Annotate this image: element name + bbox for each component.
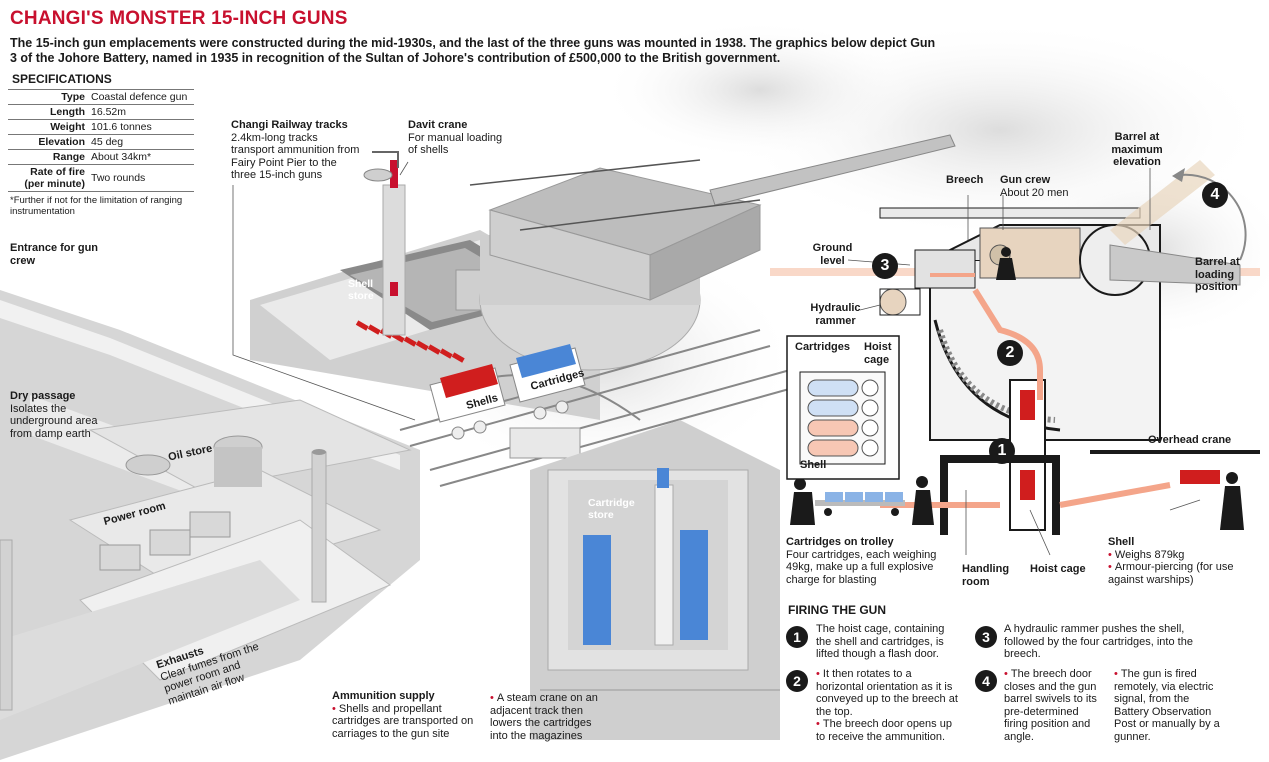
spec-value: About 34km*: [88, 149, 194, 165]
page-title: CHANGI'S MONSTER 15-INCH GUNS: [10, 8, 348, 29]
dry-passage-label: Dry passage Isolates the underground are…: [10, 390, 120, 440]
stored-shells: [355, 320, 465, 363]
inset-cartridges-label: Cartridges: [795, 341, 851, 353]
railway-text: 2.4km-long tracks transport ammunition f…: [231, 131, 360, 182]
spec-footnote: *Further if not for the limitation of ra…: [10, 195, 183, 217]
gun-crew-text: About 20 men: [1000, 186, 1069, 199]
firing-heading: FIRING THE GUN: [788, 603, 886, 617]
ammo-supply-label: Ammunition supply Shells and propellant …: [332, 690, 482, 740]
entrance-label: Entrance for gun crew: [10, 242, 99, 267]
ammo-text: Shells and propellant cartridges are tra…: [332, 703, 473, 740]
firing-step-2-text: It then rotates to a horizontal orientat…: [816, 668, 961, 743]
shell-label: Shell Weighs 879kg Armour-piercing (for …: [1108, 536, 1258, 586]
step-4-marker: 4: [1202, 182, 1228, 208]
dry-passage-title: Dry passage: [10, 390, 76, 402]
spec-label: Weight: [8, 119, 88, 135]
spec-value: 101.6 tonnes: [88, 119, 194, 135]
gun-crew-label: Gun crew About 20 men: [1000, 174, 1090, 199]
spec-row: Rate of fire (per minute)Two rounds: [8, 164, 194, 192]
spec-label: Length: [8, 104, 88, 120]
firing-step-2-text-a: It then rotates to a horizontal orientat…: [816, 668, 961, 718]
spec-value: Two rounds: [88, 164, 194, 192]
spec-label: Range: [8, 149, 88, 165]
breech-label: Breech: [946, 174, 984, 186]
firing-step-4-text-a: The breech door closes and the gun barre…: [1004, 668, 1104, 743]
handling-room-label: Handling room: [962, 563, 1010, 588]
railway-title: Changi Railway tracks: [231, 119, 348, 131]
firing-step-1-text: The hoist cage, containing the shell and…: [816, 623, 945, 660]
spec-label: Type: [8, 89, 88, 105]
hydraulic-rammer: [879, 288, 921, 316]
firing-step-2-badge: 2: [786, 670, 808, 692]
spec-label: Rate of fire (per minute): [8, 164, 88, 192]
barrel-loading-label: Barrel at loading position: [1195, 256, 1240, 293]
davit-title: Davit crane: [408, 119, 468, 131]
barrel-max-label: Barrel at maximum elevation: [1111, 131, 1163, 168]
ammo-carriages: [429, 344, 586, 459]
spec-value: Coastal defence gun: [88, 89, 194, 105]
trolley-label: Cartridges on trolley Four cartridges, e…: [786, 536, 946, 586]
hoist-cage-inset: [786, 335, 900, 480]
spec-label: Elevation: [8, 134, 88, 150]
firing-step-3-text: A hydraulic rammer pushes the shell, fol…: [1004, 623, 1193, 660]
inset-hoist-cage-label: Hoist cage: [864, 341, 892, 366]
step-3-marker: 3: [872, 253, 898, 279]
overhead-crane-label: Overhead crane: [1148, 434, 1232, 446]
gun-turret: [469, 134, 956, 371]
cartridge-trolley: [790, 247, 1244, 530]
shell-weight: Weighs 879kg: [1108, 549, 1258, 562]
firing-step-3-badge: 3: [975, 626, 997, 648]
step-2-marker: 2: [997, 340, 1023, 366]
shell-store-label: Shell store: [348, 278, 374, 302]
cartridge-store-label: Cartridge store: [588, 497, 635, 521]
trolley-title: Cartridges on trolley: [786, 536, 894, 548]
shell-title: Shell: [1108, 536, 1135, 548]
spec-heading: SPECIFICATIONS: [12, 72, 112, 86]
inset-shell-label: Shell: [800, 459, 827, 471]
davit-label: Davit crane For manual loading of shells: [408, 119, 508, 157]
davit-text: For manual loading of shells: [408, 131, 503, 157]
ammo-title: Ammunition supply: [332, 690, 435, 702]
trolley-text: Four cartridges, each weighing 49kg, mak…: [786, 548, 937, 586]
firing-step-4-text-b: The gun is fired remotely, via electric …: [1114, 668, 1226, 743]
shell-type: Armour-piercing (for use against warship…: [1108, 561, 1258, 586]
hoist-cage-label: Hoist cage: [1030, 563, 1086, 575]
firing-step-1-badge: 1: [786, 626, 808, 648]
firing-step-4-badge: 4: [975, 670, 997, 692]
intro-text: The 15-inch gun emplacements were constr…: [10, 36, 936, 65]
spec-value: 16.52m: [88, 104, 194, 120]
spec-value: 45 deg: [88, 134, 194, 150]
steam-crane-text: A steam crane on an adjacent track then …: [490, 692, 610, 742]
ground-level-label: Ground level: [812, 242, 853, 267]
firing-step-2-text-b: The breech door opens up to receive the …: [816, 718, 961, 743]
dry-passage-text: Isolates the underground area from damp …: [10, 402, 98, 440]
cartridge-store-building: [530, 420, 780, 740]
step-1-marker: 1: [989, 438, 1015, 464]
railway-label: Changi Railway tracks 2.4km-long tracks …: [231, 119, 361, 182]
gun-crew-title: Gun crew: [1000, 174, 1051, 186]
underground-passages: [0, 290, 420, 760]
hydraulic-rammer-label: Hydraulic rammer: [810, 302, 861, 327]
